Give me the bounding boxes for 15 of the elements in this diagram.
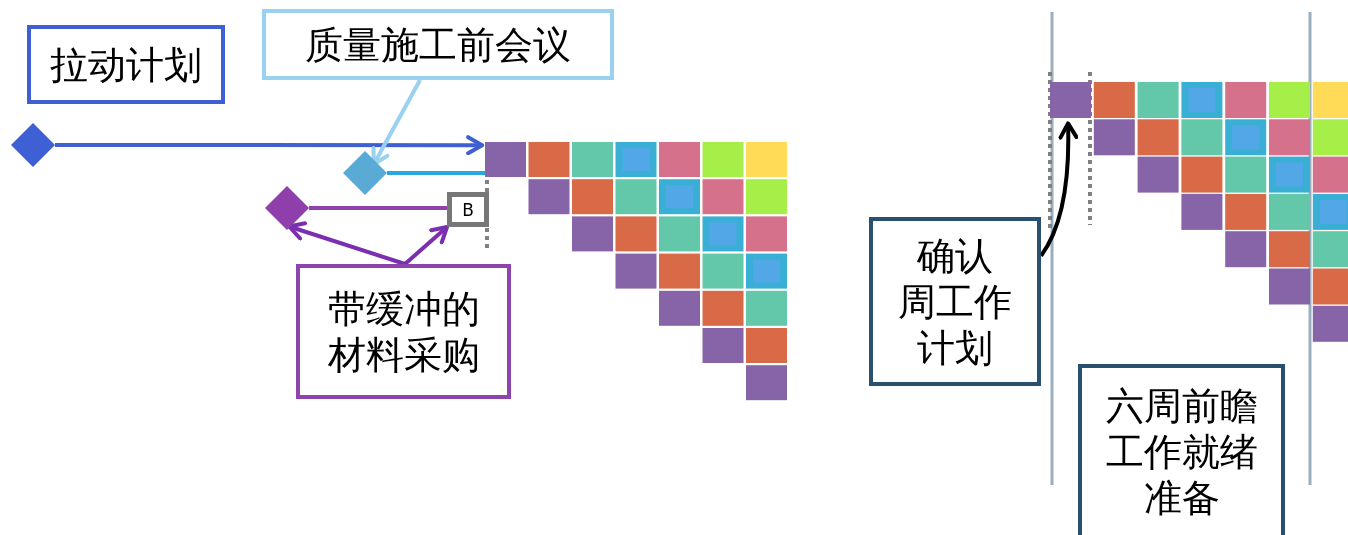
- label-box: 拉动计划: [27, 25, 225, 104]
- label-box: 质量施工前会议: [262, 9, 614, 80]
- milestone-diamond: [11, 123, 55, 167]
- label-box: 六周前瞻工作就绪准备: [1078, 364, 1285, 535]
- schedule-cell: [485, 142, 526, 177]
- schedule-cell: [1050, 82, 1091, 118]
- buffer-box: B: [447, 192, 489, 227]
- leader-line: [371, 79, 422, 167]
- arrow: [287, 221, 406, 266]
- milestone-diamond: [343, 151, 387, 195]
- arrow: [403, 225, 449, 266]
- label-box: 确认周工作计划: [869, 217, 1041, 386]
- milestone-diamond: [265, 186, 309, 230]
- label-box: 带缓冲的材料采购: [296, 264, 511, 399]
- arrow: [55, 135, 485, 156]
